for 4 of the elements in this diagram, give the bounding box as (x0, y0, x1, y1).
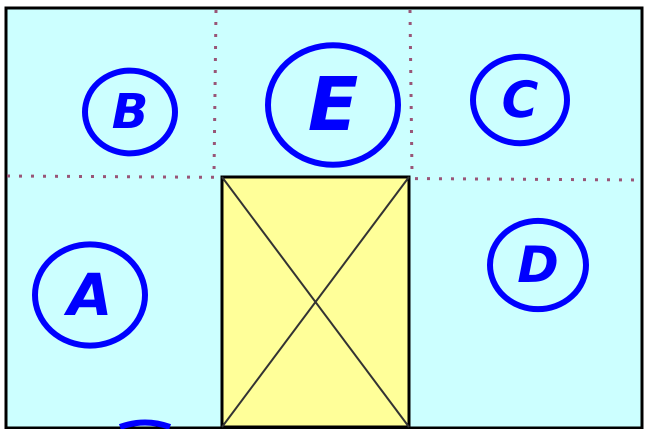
letter-label: B (112, 84, 148, 140)
letter-label: E (308, 62, 358, 148)
letter-label: C (502, 71, 538, 129)
letter-label: D (517, 236, 559, 294)
